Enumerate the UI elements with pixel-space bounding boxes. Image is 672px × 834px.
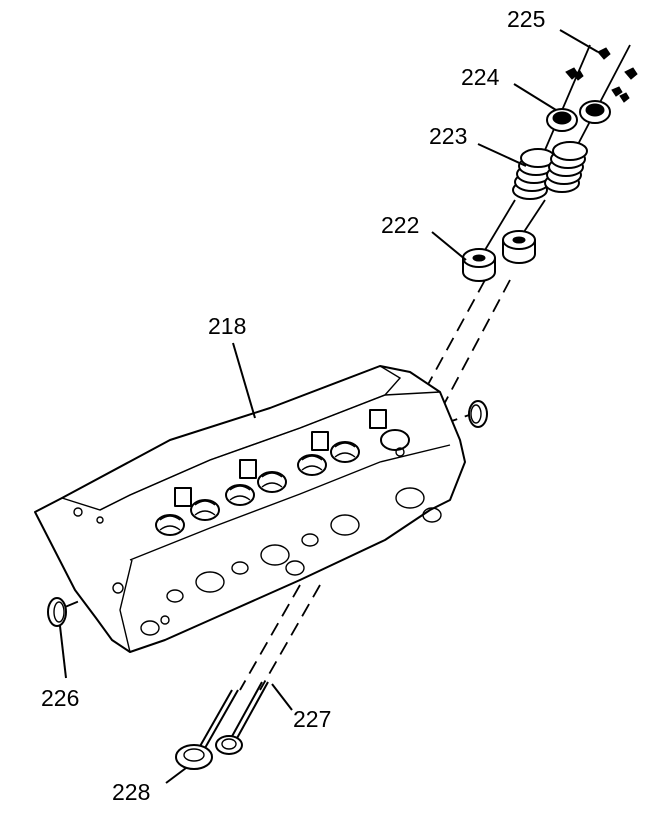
cylinder-head-icon xyxy=(34,365,466,653)
callout-218: 218 xyxy=(208,313,246,339)
valve-spring-icon xyxy=(512,141,588,200)
callout-225: 225 xyxy=(507,6,545,32)
intake-ports xyxy=(140,487,442,636)
callout-labels: 225 224 223 222 218 226 227 228 xyxy=(41,6,545,805)
valve-spring-seat-icon xyxy=(462,230,536,282)
callout-223: 223 xyxy=(429,123,467,149)
callout-227: 227 xyxy=(293,706,331,732)
valve-spring-cap-icon xyxy=(546,100,611,132)
assembly-axis-lines xyxy=(64,44,631,691)
leader-lines xyxy=(59,29,599,784)
callout-228: 228 xyxy=(112,779,150,805)
rocker-pedestals xyxy=(174,409,387,507)
callout-226: 226 xyxy=(41,685,79,711)
callout-224: 224 xyxy=(461,64,500,90)
installed-springs xyxy=(155,429,410,536)
head-bolt-holes xyxy=(73,447,405,625)
ring-seal-icon xyxy=(47,400,488,627)
callout-222: 222 xyxy=(381,212,419,238)
valve-keeper-icon xyxy=(565,47,638,103)
valve-icon xyxy=(175,681,269,770)
